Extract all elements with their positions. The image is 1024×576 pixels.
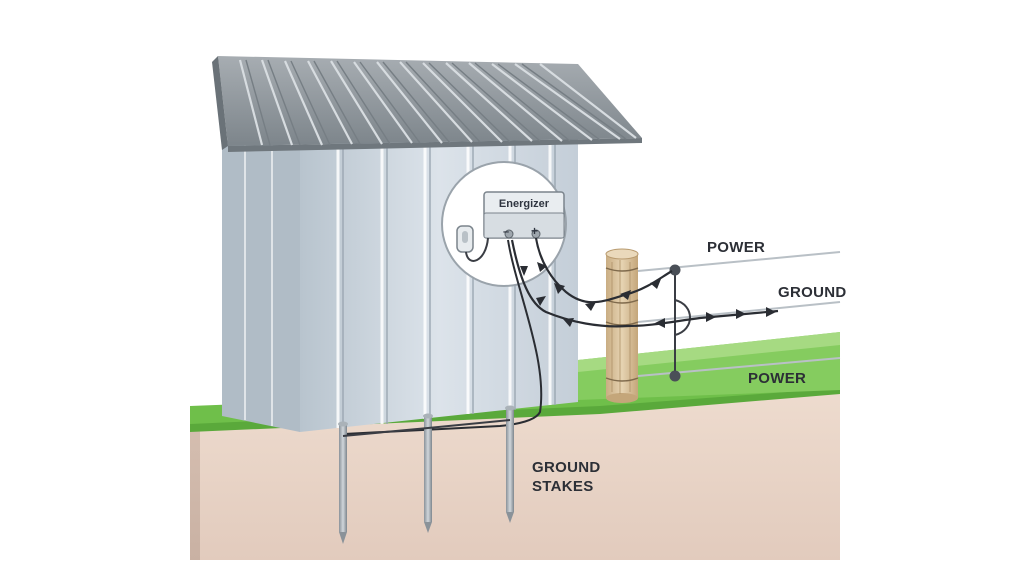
flow-arrows xyxy=(520,262,776,328)
arrow-icon xyxy=(706,312,716,322)
power-plug-icon xyxy=(456,225,489,262)
arrow-icon xyxy=(655,318,665,328)
shed-roof-edge xyxy=(228,138,642,152)
field-grass-light xyxy=(578,332,840,372)
arrow-icon xyxy=(766,307,776,317)
ground-stakes-label: GROUND STAKES xyxy=(532,458,622,496)
ground-stake xyxy=(423,413,433,533)
arrow-icon xyxy=(537,262,547,272)
soil-front xyxy=(190,385,840,560)
shed-roof-side xyxy=(212,56,228,150)
shed xyxy=(212,56,642,432)
arrow-icon xyxy=(585,302,596,311)
soil-left-side xyxy=(190,415,200,560)
power-wire-top-label: POWER xyxy=(707,239,766,256)
shed-side-wall xyxy=(222,140,300,432)
energizer-box xyxy=(483,191,565,239)
connector-bottom-icon xyxy=(669,370,681,382)
arrow-icon xyxy=(736,309,746,319)
arrow-icon xyxy=(563,318,574,327)
ground-stakes-label-line2: STAKES xyxy=(532,478,594,495)
ground-stakes xyxy=(338,405,515,544)
arrow-icon xyxy=(650,279,661,289)
arrow-icon xyxy=(554,283,565,294)
ground-stake xyxy=(505,405,515,523)
arrow-icon xyxy=(536,296,546,306)
connector-top-icon xyxy=(669,264,681,276)
ground-lead xyxy=(343,239,543,435)
ground-stakes-label-line1: GROUND xyxy=(532,459,601,476)
ground-wire-label: GROUND xyxy=(778,284,847,301)
negative-terminal-label: – xyxy=(503,226,510,238)
wire-connectors xyxy=(669,264,691,382)
energizer-label: Energizer xyxy=(498,198,550,210)
power-wire-bottom-label: POWER xyxy=(748,370,807,387)
positive-terminal-label: + xyxy=(531,224,539,238)
stake-connector-wire xyxy=(342,419,511,437)
arrow-icon xyxy=(520,266,528,276)
arrow-icon xyxy=(620,290,631,300)
roof-ribs xyxy=(238,59,637,146)
ground-stake xyxy=(338,421,348,544)
negative-terminal-icon xyxy=(504,229,514,239)
